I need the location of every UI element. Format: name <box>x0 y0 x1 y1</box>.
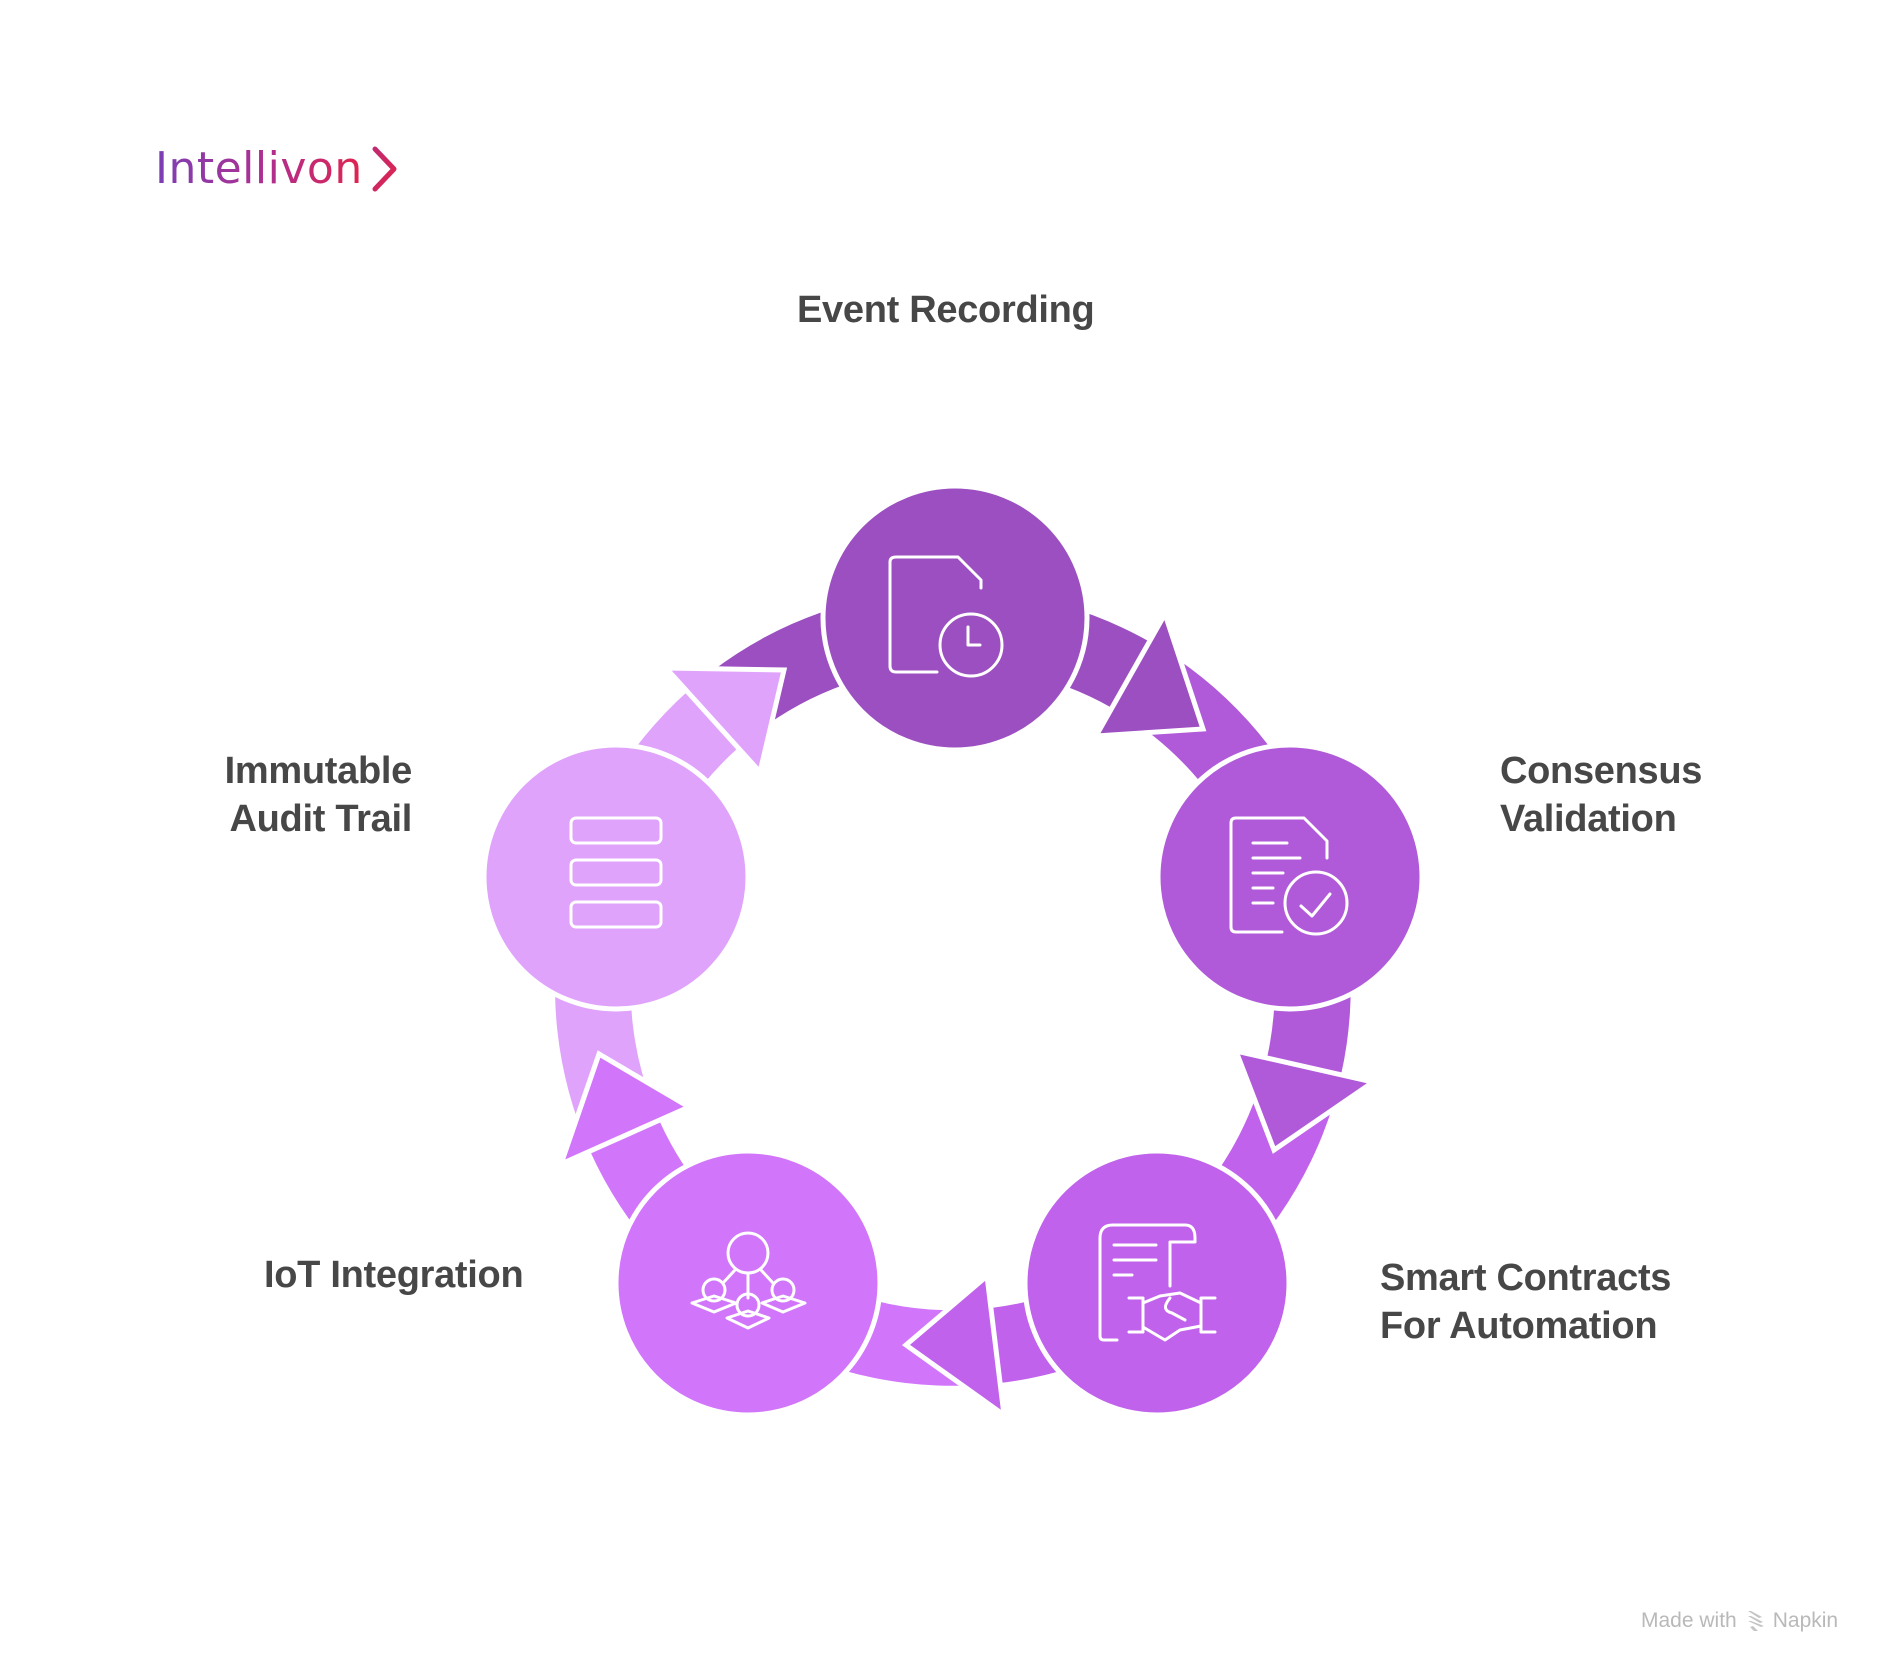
step-label-smart-contracts: Smart Contracts For Automation <box>1380 1257 1672 1347</box>
arrow-icon <box>660 665 788 778</box>
step-circle-consensus-validation <box>1155 742 1425 1012</box>
napkin-text: Napkin <box>1772 1609 1839 1632</box>
brand-name: Intellivon <box>155 143 363 194</box>
step-label-event-recording: Event Recording <box>797 289 1095 331</box>
brand-logo: Intellivon <box>155 146 399 192</box>
document-clock-icon <box>888 555 1004 678</box>
napkin-logo-icon <box>1747 1611 1764 1631</box>
arrow-icon <box>901 1271 1008 1421</box>
arrow-icon <box>1231 1047 1380 1154</box>
step-label-iot-integration: IoT Integration <box>264 1254 524 1296</box>
chevron-right-icon <box>372 146 397 192</box>
made-with-napkin: Made with Napkin <box>1641 1609 1838 1633</box>
network-hierarchy-icon <box>690 1231 807 1330</box>
arrow-icon <box>556 1050 695 1169</box>
step-label-consensus-validation: Consensus Validation <box>1500 750 1703 840</box>
arrowheads <box>556 607 1380 1421</box>
document-check-icon <box>1229 816 1349 936</box>
made-with-text: Made with <box>1641 1609 1737 1632</box>
step-label-audit-trail: Immutable Audit Trail <box>224 750 413 840</box>
contract-handshake-icon <box>1098 1223 1217 1342</box>
step-circle-audit-trail <box>481 742 751 1012</box>
stacked-records-icon <box>569 816 663 929</box>
step-circle-smart-contracts <box>1022 1148 1292 1418</box>
arrow-icon <box>1091 607 1207 739</box>
